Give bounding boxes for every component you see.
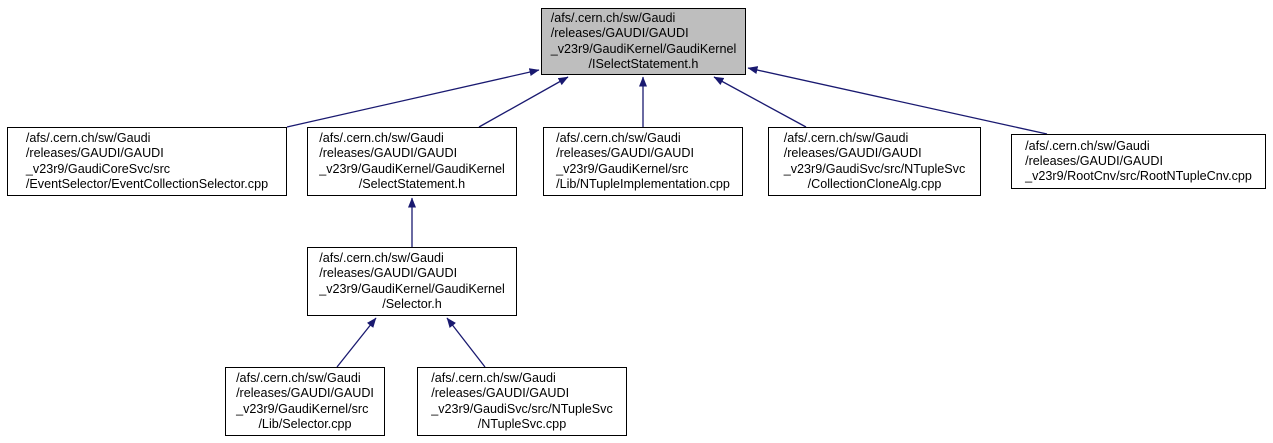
node-selector-cpp[interactable]: /afs/.cern.ch/sw/Gaudi /releases/GAUDI/G…	[225, 367, 385, 436]
path-line: /afs/.cern.ch/sw/Gaudi	[319, 250, 444, 265]
path-line: /Lib/Selector.cpp	[258, 416, 352, 431]
path-line: /releases/GAUDI/GAUDI	[556, 146, 694, 161]
path-line: /afs/.cern.ch/sw/Gaudi	[550, 10, 676, 25]
path-line: /releases/GAUDI/GAUDI	[550, 26, 689, 41]
path-line: /afs/.cern.ch/sw/Gaudi	[25, 130, 151, 145]
node-ntuplesvc-cpp[interactable]: /afs/.cern.ch/sw/Gaudi /releases/GAUDI/G…	[417, 367, 627, 436]
edge-rootntuplecnv-to-iselectstatement	[747, 66, 1048, 135]
path-line: /CollectionCloneAlg.cpp	[807, 176, 942, 191]
node-label: /afs/.cern.ch/sw/Gaudi /releases/GAUDI/G…	[551, 11, 737, 72]
edge-eventcollectionselector-to-iselectstatement	[286, 68, 540, 128]
path-line: _v23r9/GaudiCoreSvc/src	[25, 161, 171, 176]
node-selectstatement-h[interactable]: /afs/.cern.ch/sw/Gaudi /releases/GAUDI/G…	[307, 127, 517, 196]
node-iselectstatement-h: /afs/.cern.ch/sw/Gaudi /releases/GAUDI/G…	[541, 8, 746, 75]
path-line: /releases/GAUDI/GAUDI	[25, 146, 164, 161]
path-line: /releases/GAUDI/GAUDI	[1025, 153, 1163, 168]
path-line: /afs/.cern.ch/sw/Gaudi	[236, 370, 361, 385]
node-label: /afs/.cern.ch/sw/Gaudi /releases/GAUDI/G…	[319, 131, 505, 192]
node-label: /afs/.cern.ch/sw/Gaudi /releases/GAUDI/G…	[319, 251, 505, 312]
node-label: /afs/.cern.ch/sw/Gaudi /releases/GAUDI/G…	[431, 371, 613, 432]
path-line: _v23r9/GaudiKernel/GaudiKernel	[319, 161, 505, 176]
path-line: /afs/.cern.ch/sw/Gaudi	[319, 130, 444, 145]
path-line: /Selector.h	[382, 296, 442, 311]
path-line: /ISelectStatement.h	[588, 56, 699, 71]
path-line: _v23r9/GaudiSvc/src/NTupleSvc	[783, 161, 966, 176]
path-line: /NTupleSvc.cpp	[477, 416, 567, 431]
path-line: /releases/GAUDI/GAUDI	[783, 146, 922, 161]
path-line: _v23r9/GaudiKernel/src	[556, 161, 689, 176]
path-line: _v23r9/GaudiKernel/GaudiKernel	[319, 281, 505, 296]
edge-collectionclonealg-to-iselectstatement	[713, 76, 807, 128]
edge-selector-cpp-to-selector-h	[336, 317, 377, 368]
path-line: /afs/.cern.ch/sw/Gaudi	[556, 130, 681, 145]
path-line: /EventSelector/EventCollectionSelector.c…	[25, 176, 269, 191]
node-collectionclonealg-cpp[interactable]: /afs/.cern.ch/sw/Gaudi /releases/GAUDI/G…	[768, 127, 981, 196]
path-line: /SelectStatement.h	[358, 176, 466, 191]
edge-selectstatement-to-iselectstatement	[478, 76, 569, 128]
node-rootntuplecnv-cpp[interactable]: /afs/.cern.ch/sw/Gaudi /releases/GAUDI/G…	[1011, 134, 1266, 189]
node-ntupleimplementation-cpp[interactable]: /afs/.cern.ch/sw/Gaudi /releases/GAUDI/G…	[543, 127, 743, 196]
path-line: _v23r9/RootCnv/src/RootNTupleCnv.cpp	[1025, 169, 1252, 184]
path-line: /releases/GAUDI/GAUDI	[236, 386, 374, 401]
path-line: /afs/.cern.ch/sw/Gaudi	[783, 130, 909, 145]
path-line: /releases/GAUDI/GAUDI	[319, 266, 458, 281]
path-line: /releases/GAUDI/GAUDI	[319, 146, 458, 161]
node-selector-h[interactable]: /afs/.cern.ch/sw/Gaudi /releases/GAUDI/G…	[307, 247, 517, 316]
path-line: /releases/GAUDI/GAUDI	[431, 386, 570, 401]
node-label: /afs/.cern.ch/sw/Gaudi /releases/GAUDI/G…	[26, 131, 268, 192]
path-line: _v23r9/GaudiKernel/src	[236, 401, 369, 416]
node-eventcollectionselector-cpp[interactable]: /afs/.cern.ch/sw/Gaudi /releases/GAUDI/G…	[7, 127, 287, 196]
node-label: /afs/.cern.ch/sw/Gaudi /releases/GAUDI/G…	[784, 131, 966, 192]
node-label: /afs/.cern.ch/sw/Gaudi /releases/GAUDI/G…	[556, 131, 730, 192]
edge-ntuplesvc-cpp-to-selector-h	[446, 317, 486, 368]
path-line: /afs/.cern.ch/sw/Gaudi	[431, 370, 556, 385]
node-label: /afs/.cern.ch/sw/Gaudi /releases/GAUDI/G…	[1025, 139, 1252, 185]
path-line: _v23r9/GaudiKernel/GaudiKernel	[550, 41, 737, 56]
path-line: /afs/.cern.ch/sw/Gaudi	[1025, 138, 1150, 153]
node-label: /afs/.cern.ch/sw/Gaudi /releases/GAUDI/G…	[236, 371, 374, 432]
path-line: _v23r9/GaudiSvc/src/NTupleSvc	[431, 401, 613, 416]
path-line: /Lib/NTupleImplementation.cpp	[556, 176, 730, 191]
